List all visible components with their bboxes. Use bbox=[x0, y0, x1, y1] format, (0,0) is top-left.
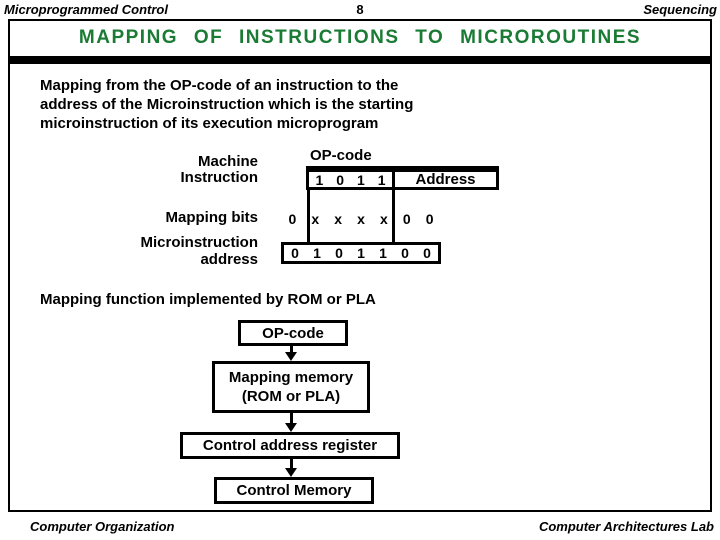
mapping-bit: x bbox=[334, 210, 343, 227]
microinstruction-address-label-line1: Microinstruction bbox=[140, 234, 258, 251]
mapping-memory-line1: Mapping memory bbox=[228, 369, 354, 386]
flow-arrow-line-2 bbox=[290, 413, 293, 424]
mapping-bit: 0 bbox=[288, 210, 297, 227]
flow-box-control-memory: Control Memory bbox=[214, 477, 374, 504]
microinstruction-address-bit: 0 bbox=[423, 245, 431, 261]
flow-arrow-head-1 bbox=[285, 352, 297, 361]
flow-arrow-head-2 bbox=[285, 423, 297, 432]
machine-instruction-label: Machine Instruction bbox=[80, 153, 259, 186]
microinstruction-address-label-line2: address bbox=[200, 251, 258, 268]
mapping-connector-line-left bbox=[307, 190, 310, 242]
opcode-bit: 1 bbox=[356, 171, 365, 188]
intro-line-1: Mapping from the OP-code of an instructi… bbox=[40, 77, 399, 94]
flow-box-opcode: OP-code bbox=[238, 320, 348, 346]
flow-arrow-line-1 bbox=[290, 346, 293, 353]
microinstruction-address-bit: 1 bbox=[379, 245, 387, 261]
flow-box-mapping-memory: Mapping memory (ROM or PLA) bbox=[212, 361, 370, 413]
address-field-cell: Address bbox=[415, 171, 476, 188]
intro-line-3: microinstruction of its execution microp… bbox=[40, 115, 379, 132]
content-frame bbox=[8, 19, 712, 512]
title-divider-bar bbox=[8, 56, 712, 64]
mapping-bit: 0 bbox=[402, 210, 411, 227]
rom-pla-note: Mapping function implemented by ROM or P… bbox=[40, 291, 376, 308]
microinstruction-address-box: 0 1 0 1 1 0 0 bbox=[281, 242, 441, 264]
opcode-field-label: OP-code bbox=[306, 147, 499, 169]
footer-left-label: Computer Organization bbox=[30, 519, 175, 534]
mapping-bit: x bbox=[311, 210, 320, 227]
intro-line-2: address of the Microinstruction which is… bbox=[40, 96, 414, 113]
microinstruction-address-label: Microinstruction address bbox=[80, 234, 258, 268]
slide-title: MAPPING OF INSTRUCTIONS TO MICROROUTINES bbox=[78, 27, 642, 48]
machine-instruction-label-line1: Machine bbox=[197, 153, 258, 170]
header-section-label: Sequencing bbox=[643, 2, 717, 17]
mapping-bit: 0 bbox=[425, 210, 434, 227]
microinstruction-address-bit: 1 bbox=[313, 245, 321, 261]
flow-arrow-head-3 bbox=[285, 468, 297, 477]
flow-arrow-line-3 bbox=[290, 459, 293, 469]
mapping-bits-row: 0 x x x x 0 0 bbox=[281, 210, 441, 227]
mapping-bits-label: Mapping bits bbox=[165, 209, 259, 226]
mapping-connector-line-right bbox=[392, 190, 395, 242]
mapping-bit: x bbox=[357, 210, 365, 227]
header-course-label: Microprogrammed Control bbox=[4, 2, 168, 17]
page-number: 8 bbox=[356, 2, 364, 17]
opcode-bit: 1 bbox=[377, 171, 386, 188]
mapping-bit: x bbox=[379, 210, 388, 227]
opcode-bit: 0 bbox=[336, 171, 345, 188]
microinstruction-address-bit: 0 bbox=[291, 245, 299, 261]
opcode-bits-cell: 1 0 1 1 bbox=[309, 172, 395, 187]
flow-box-control-address-register: Control address register bbox=[180, 432, 400, 459]
mapping-memory-line2: (ROM or PLA) bbox=[241, 388, 341, 405]
machine-instruction-label-line2: Instruction bbox=[180, 169, 259, 186]
footer-right-label: Computer Architectures Lab bbox=[538, 519, 714, 534]
intro-paragraph: Mapping from the OP-code of an instructi… bbox=[40, 76, 413, 133]
machine-instruction-box: 1 0 1 1 Address bbox=[306, 169, 499, 190]
microinstruction-address-bit: 0 bbox=[335, 245, 343, 261]
microinstruction-address-bit: 0 bbox=[401, 245, 409, 261]
microinstruction-address-bit: 1 bbox=[357, 245, 365, 261]
opcode-bit: 1 bbox=[315, 171, 324, 188]
